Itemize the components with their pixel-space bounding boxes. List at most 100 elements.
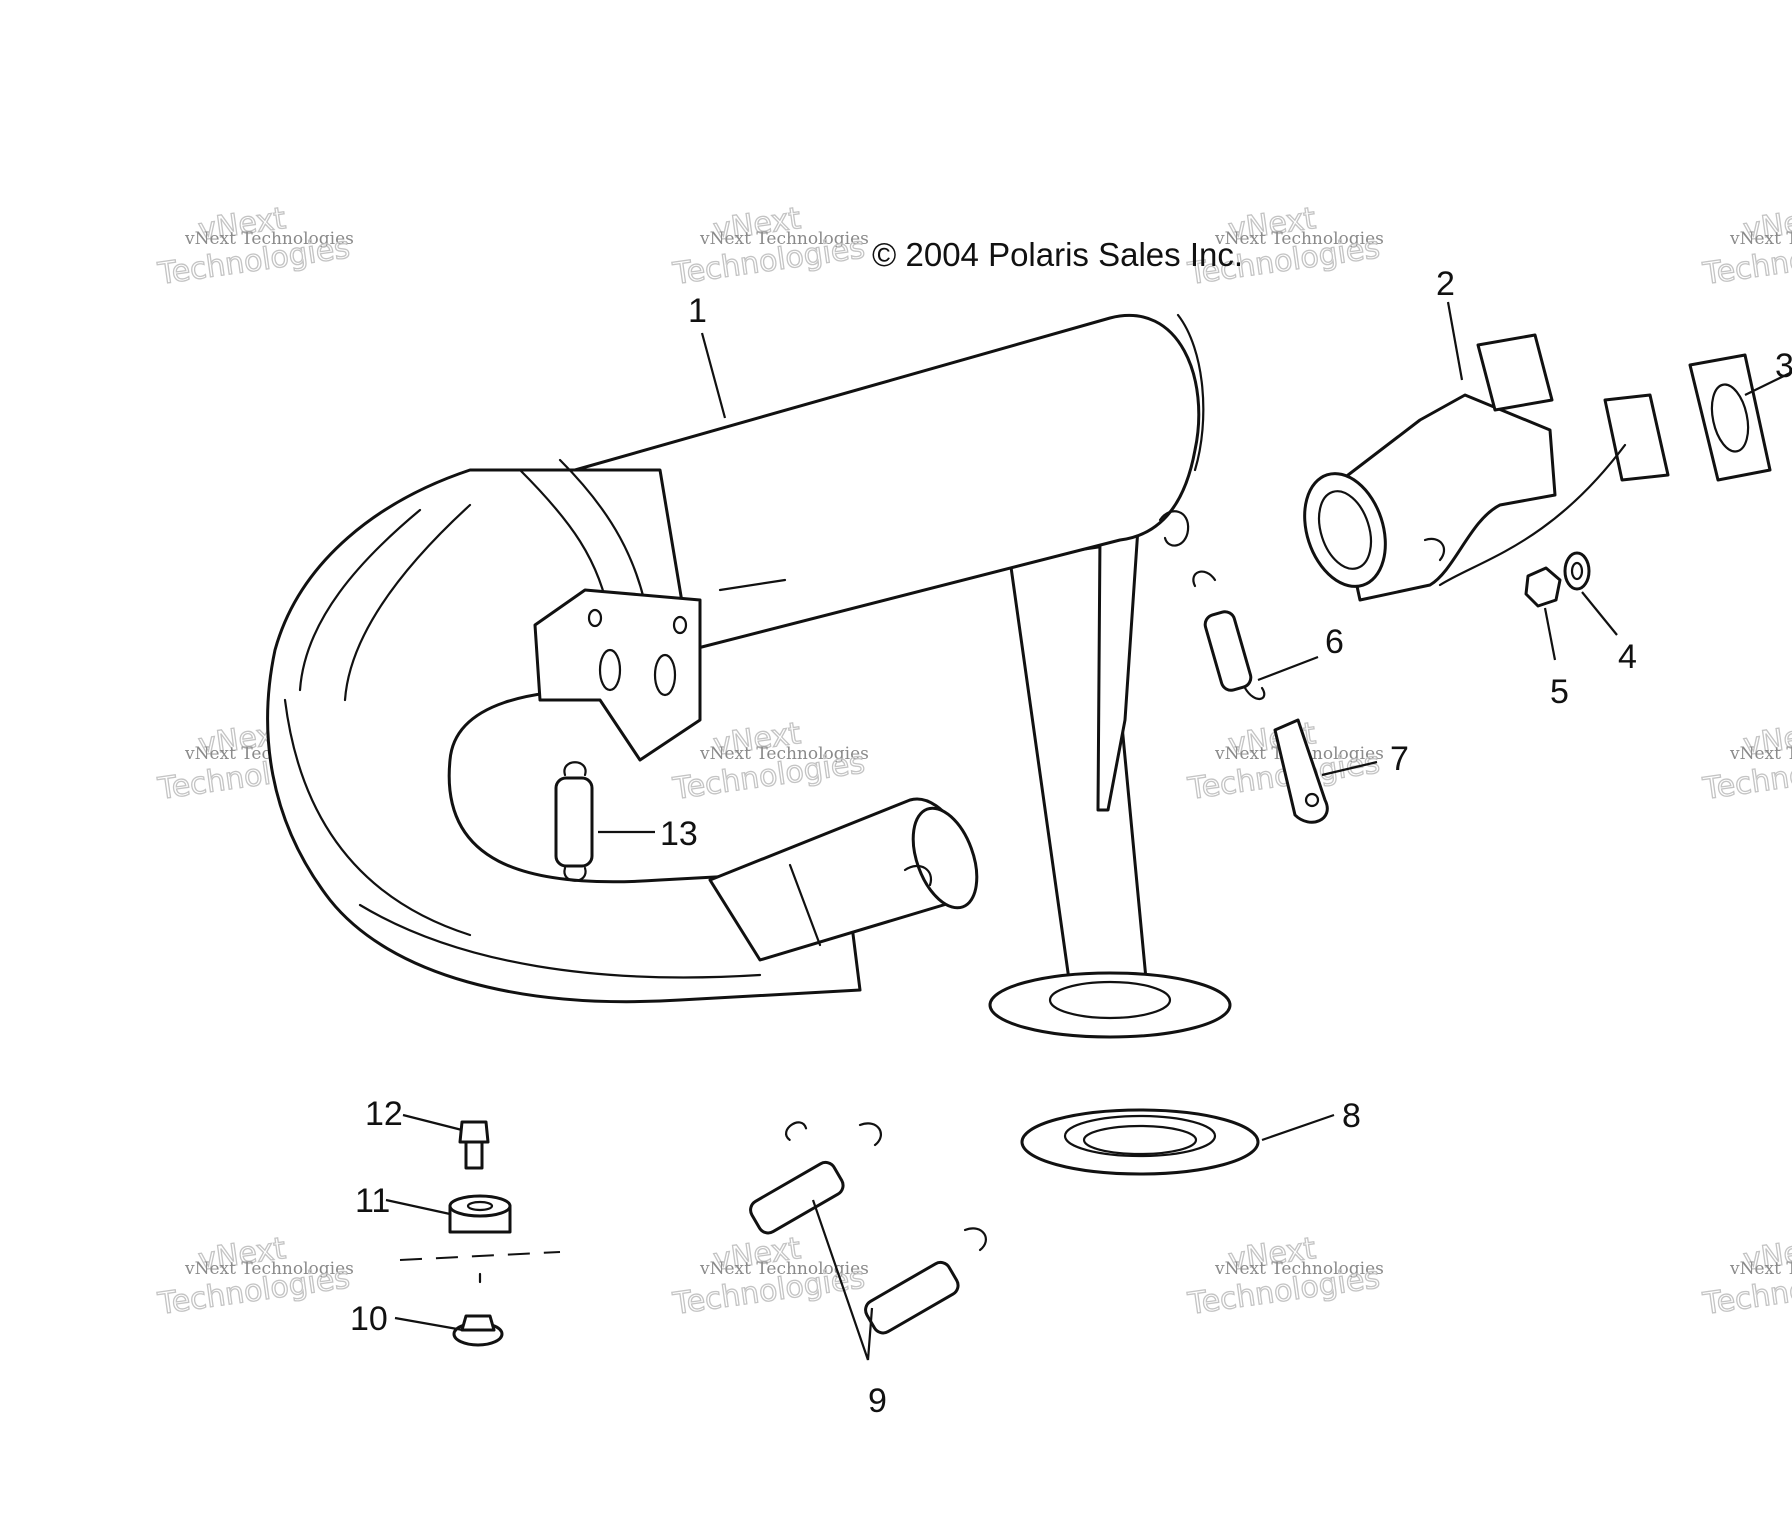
spring-hook (1158, 510, 1190, 547)
mount-centerline (399, 1251, 561, 1261)
watermark-text: vNext Technologies (1214, 229, 1384, 249)
y-pipe-right-flange (1603, 393, 1670, 482)
watermark-text: vNext Technologies (1729, 1259, 1792, 1279)
silencer-can (573, 314, 1201, 652)
leader-lines (385, 301, 1792, 1361)
clamp-hole (1304, 792, 1320, 808)
spring-hook (858, 1122, 882, 1147)
leader-line-7 (1321, 760, 1378, 777)
washer-icon[interactable] (1563, 551, 1591, 591)
leader-line-1 (700, 332, 727, 419)
leader-line-12 (402, 1113, 463, 1132)
callout-8[interactable]: 8 (1342, 1097, 1361, 1135)
watermark-text: vNext Technologies (699, 744, 869, 764)
exhaust-silencer-icon[interactable] (266, 313, 1232, 1039)
stinger-flange-inner (1048, 980, 1172, 1020)
leader-line-8 (1261, 1113, 1335, 1142)
callout-labels: 1 2 3 4 5 6 7 8 9 10 11 12 13 (350, 265, 1792, 1420)
bracket-hole (653, 653, 677, 697)
watermark-text: vNext Technologies (699, 229, 869, 249)
spring-hook (785, 1121, 808, 1141)
spring-hook (903, 864, 933, 887)
leader-line-9 (811, 1199, 874, 1361)
leader-line-4 (1581, 591, 1618, 636)
spring-hook-bottom (1243, 686, 1266, 700)
chamber-band (298, 508, 422, 692)
leader-line-6 (1257, 655, 1319, 682)
gasket-plate (1688, 353, 1772, 482)
callout-3[interactable]: 3 (1775, 347, 1792, 385)
spring-coil (554, 776, 594, 868)
spring-hook (963, 1227, 987, 1252)
callout-9[interactable]: 9 (868, 1382, 887, 1420)
leader-line-3 (1744, 371, 1792, 396)
spring-hook-top (1192, 570, 1217, 588)
callout-10[interactable]: 10 (350, 1300, 388, 1338)
y-pipe-seam (1438, 443, 1627, 587)
spring-icon[interactable] (1192, 570, 1266, 700)
bracket-rod (718, 578, 787, 592)
nut-icon[interactable] (1524, 566, 1562, 608)
watermark-text: vNext Technologies (184, 1259, 354, 1279)
y-pipe-inlet (1303, 472, 1387, 588)
watermark: vNext vNext Technologies Technologies (1700, 715, 1792, 807)
watermark-text: vNext Technologies (1214, 1259, 1384, 1279)
bushing-bore (466, 1200, 494, 1212)
bracket-hole (672, 615, 688, 635)
leader-line-2 (1446, 301, 1464, 381)
callout-5[interactable]: 5 (1550, 673, 1569, 711)
watermark: vNext vNext Technologies Technologies (155, 1230, 354, 1322)
silencer-chamber (266, 468, 862, 1004)
bolt-head (458, 1120, 490, 1144)
callout-11[interactable]: 11 (355, 1182, 390, 1220)
spring-hook-bottom (563, 866, 587, 882)
spring-hook-top (563, 761, 587, 777)
grommet-icon[interactable] (1020, 1108, 1260, 1176)
spring-coil (864, 1260, 960, 1335)
inlet-pipe-end (911, 806, 979, 910)
watermark: vNext vNext Technologies Technologies (670, 200, 869, 292)
spring-pair-icon[interactable] (747, 1119, 987, 1337)
y-pipe-manifold-icon[interactable] (1291, 333, 1670, 602)
watermark: vNext vNext Technologies Technologies (1185, 1230, 1384, 1322)
watermark-text: vNext Technologies (1729, 229, 1792, 249)
leader-line-10 (394, 1316, 464, 1332)
silencer-can-end (1176, 313, 1205, 472)
y-pipe-upper-flange (1476, 333, 1554, 412)
gasket-icon[interactable] (1688, 353, 1772, 482)
chamber-band (283, 698, 472, 937)
spring-icon[interactable] (554, 761, 594, 882)
bracket-hole (598, 648, 622, 692)
grommet-bore (1082, 1124, 1198, 1156)
callout-6[interactable]: 6 (1325, 623, 1344, 661)
leader-line-11 (385, 1198, 451, 1216)
bolt-icon[interactable] (458, 1120, 490, 1170)
copyright-text: © 2004 Polaris Sales Inc. (872, 236, 1243, 273)
watermark: vNext vNext Technologies Technologies (670, 715, 869, 807)
spring-coil (749, 1160, 845, 1235)
bushing-icon[interactable] (448, 1194, 512, 1234)
bushing-top (448, 1194, 512, 1218)
flange-nut-icon[interactable] (452, 1314, 504, 1347)
watermark-text: vNext Technologies (1729, 744, 1792, 764)
bolt-shank (464, 1140, 484, 1170)
nut-body (1524, 566, 1562, 608)
watermark-text: vNext Technologies (699, 1259, 869, 1279)
callout-7[interactable]: 7 (1390, 740, 1409, 778)
washer-ring (1563, 551, 1591, 591)
callout-1[interactable]: 1 (688, 292, 707, 330)
bracket-hole (587, 608, 603, 628)
gasket-hole (1710, 383, 1750, 453)
stinger-flange (988, 971, 1232, 1039)
leader-line-5 (1543, 607, 1557, 661)
y-pipe-inlet-bore (1317, 490, 1373, 570)
callout-13[interactable]: 13 (660, 815, 698, 853)
callout-4[interactable]: 4 (1618, 638, 1637, 676)
watermark: vNext vNext Technologies Technologies (1700, 200, 1792, 292)
clamp-icon[interactable] (1273, 718, 1329, 824)
watermark: vNext vNext Technologies Technologies (155, 200, 354, 292)
washer-hole (1570, 561, 1584, 581)
callout-2[interactable]: 2 (1436, 265, 1455, 303)
callout-12[interactable]: 12 (365, 1095, 403, 1133)
